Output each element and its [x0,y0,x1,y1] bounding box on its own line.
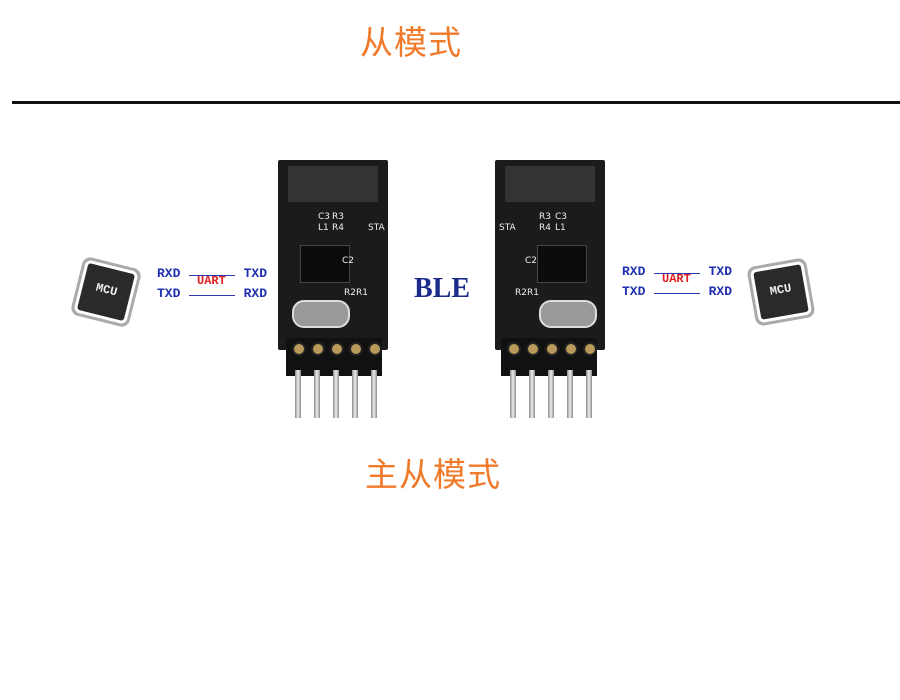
uart-label: UART [662,272,691,286]
arrow-right-icon [654,293,700,294]
silk-sta: STA [368,223,385,233]
mcu-label: MCU [768,281,793,299]
antenna [288,166,378,202]
rxd-label: RXD [622,264,646,279]
silk-r3: R3 [539,212,551,222]
silk-c3: C3 [318,212,331,222]
silk-l1: L1 [555,223,566,233]
silk-r2r1: R2R1 [515,288,539,298]
silk-c3: C3 [555,212,568,222]
arrow-left-icon [654,273,700,274]
silk-r4: R4 [332,223,344,233]
silk-r4: R4 [539,223,551,233]
crystal [292,300,350,328]
silk-l1: L1 [318,223,329,233]
antenna [505,166,595,202]
txd-label: TXD [157,286,181,301]
ic-chip [300,245,350,283]
crystal [539,300,597,328]
arrow-right-icon [189,295,235,296]
arrow-left-icon [189,275,235,276]
txd-label: TXD [708,264,732,279]
ic-chip [537,245,587,283]
txd-label: TXD [243,266,267,281]
ble-module-right: R3 C3 STA R4 L1 C2 R2R1 [495,160,605,418]
mcu-label: MCU [94,280,119,300]
ble-label: BLE [414,273,471,304]
rxd-label: RXD [157,266,181,281]
silk-c2: C2 [342,256,355,266]
uart-label: UART [197,274,226,288]
mcu-chip-left: MCU [76,262,136,322]
silk-r3: R3 [332,212,344,222]
slide-title-master-slave-mode: 主从模式 [365,455,501,494]
txd-label: TXD [622,284,646,299]
mcu-chip-right: MCU [753,264,809,320]
uart-diagram-left: RXD TXD UART TXD RXD [157,266,267,306]
rxd-label: RXD [243,286,267,301]
rxd-label: RXD [708,284,732,299]
divider-line [12,101,900,104]
silk-c2: C2 [525,256,538,266]
silk-r2r1: R2R1 [344,288,368,298]
ble-module-left: C3 R3 L1 R4 STA C2 R2R1 [278,160,388,418]
silk-sta: STA [499,223,516,233]
slide-title-slave-mode: 从模式 [360,23,462,62]
uart-diagram-right: RXD TXD UART TXD RXD [622,264,732,304]
